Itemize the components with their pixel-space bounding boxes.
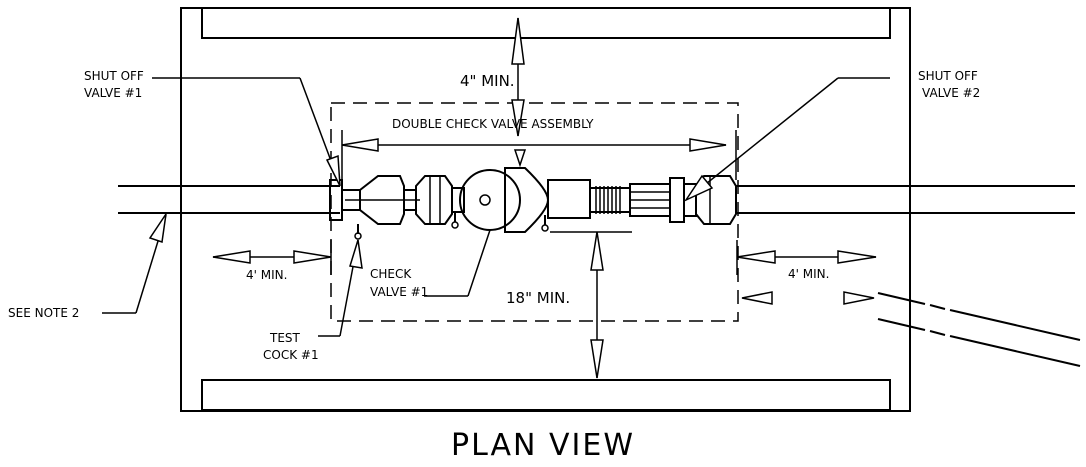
shut-off-valve-2-handle [669,177,685,223]
shut-off-valve-1-label-line2: VALVE #1 [84,86,142,100]
test-cock-3 [541,215,549,232]
valve-assembly [329,149,737,240]
shut-off-valve-2-body [695,175,737,225]
assembly-length-dimension [341,130,737,180]
test-cock-2 [451,212,459,229]
see-note-2-leader [102,213,167,314]
test-cock-1-label-line2: COCK #1 [263,348,319,362]
test-cock-1 [354,224,362,240]
check-valve-1-label-line2: VALVE #1 [370,285,428,299]
right-clearance-dimension [736,240,877,305]
shut-off-valve-1-leader [152,77,341,187]
left-clearance-label: 4' MIN. [246,268,287,282]
top-clearance-dimension [511,17,525,137]
shut-off-valve-2-label-line2: VALVE #2 [922,86,980,100]
shut-off-valve-1-label-line1: SHUT OFF [84,69,144,83]
bottom-clearance-dimension [550,231,632,379]
left-clearance-dimension [212,240,332,275]
check-valve-1-leader [424,229,491,297]
shut-off-valve-1-body [359,175,405,225]
shut-off-valve-2-label-line1: SHUT OFF [918,69,978,83]
top-clearance-label: 4" MIN. [460,72,515,90]
assembly-label: DOUBLE CHECK VALVE ASSEMBLY [392,117,594,131]
test-cock-1-leader [318,239,363,337]
view-title: PLAN VIEW [451,428,635,463]
right-clearance-label: 4' MIN. [788,267,829,281]
vault-top-lid [201,7,891,39]
vault-bottom-lid [201,379,891,411]
check-valve-1-label-line1: CHECK [370,267,412,281]
drain-pipe [877,292,1081,367]
check-valve-2-body [547,179,591,219]
bottom-clearance-label: 18" MIN. [506,289,570,307]
test-cock-1-label-line1: TEST [269,331,301,345]
see-note-2-label: SEE NOTE 2 [8,306,79,320]
shut-off-valve-2-leader [683,77,890,202]
